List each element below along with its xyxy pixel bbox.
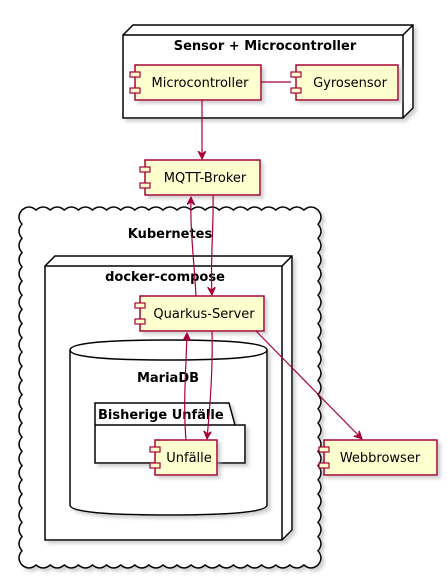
arrow-quarkus-to-unfaelle <box>207 330 213 439</box>
arrow-unfaelle-to-quarkus <box>185 333 187 441</box>
arrow-quarkus-to-webbrowser <box>255 330 362 439</box>
webbrowser-label: Webbrowser <box>340 451 421 466</box>
mariadb-label: MariaDB <box>137 371 199 386</box>
unfaelle-label: Unfälle <box>166 451 212 466</box>
unfaelle-component: Unfälle <box>149 439 218 476</box>
microcontroller-component: Microcontroller <box>129 64 262 101</box>
quarkus-server-label: Quarkus-Server <box>153 307 255 322</box>
quarkus-server-component: Quarkus-Server <box>134 295 265 332</box>
arrow-quarkus-to-mqtt <box>191 197 197 297</box>
folder-label: Bisherige Unfälle <box>98 408 224 423</box>
gyrosensor-component: Gyrosensor <box>290 64 399 101</box>
docker-compose-label: docker-compose <box>105 270 225 285</box>
webbrowser-component: Webbrowser <box>318 439 438 476</box>
kubernetes-label: Kubernetes <box>128 227 213 242</box>
microcontroller-label: Microcontroller <box>151 76 249 91</box>
sensor-node-label: Sensor + Microcontroller <box>174 39 357 54</box>
mqtt-broker-component: MQTT-Broker <box>139 159 261 196</box>
mqtt-broker-label: MQTT-Broker <box>164 171 247 186</box>
arrow-mqtt-to-quarkus <box>211 194 213 295</box>
gyrosensor-label: Gyrosensor <box>313 76 388 91</box>
